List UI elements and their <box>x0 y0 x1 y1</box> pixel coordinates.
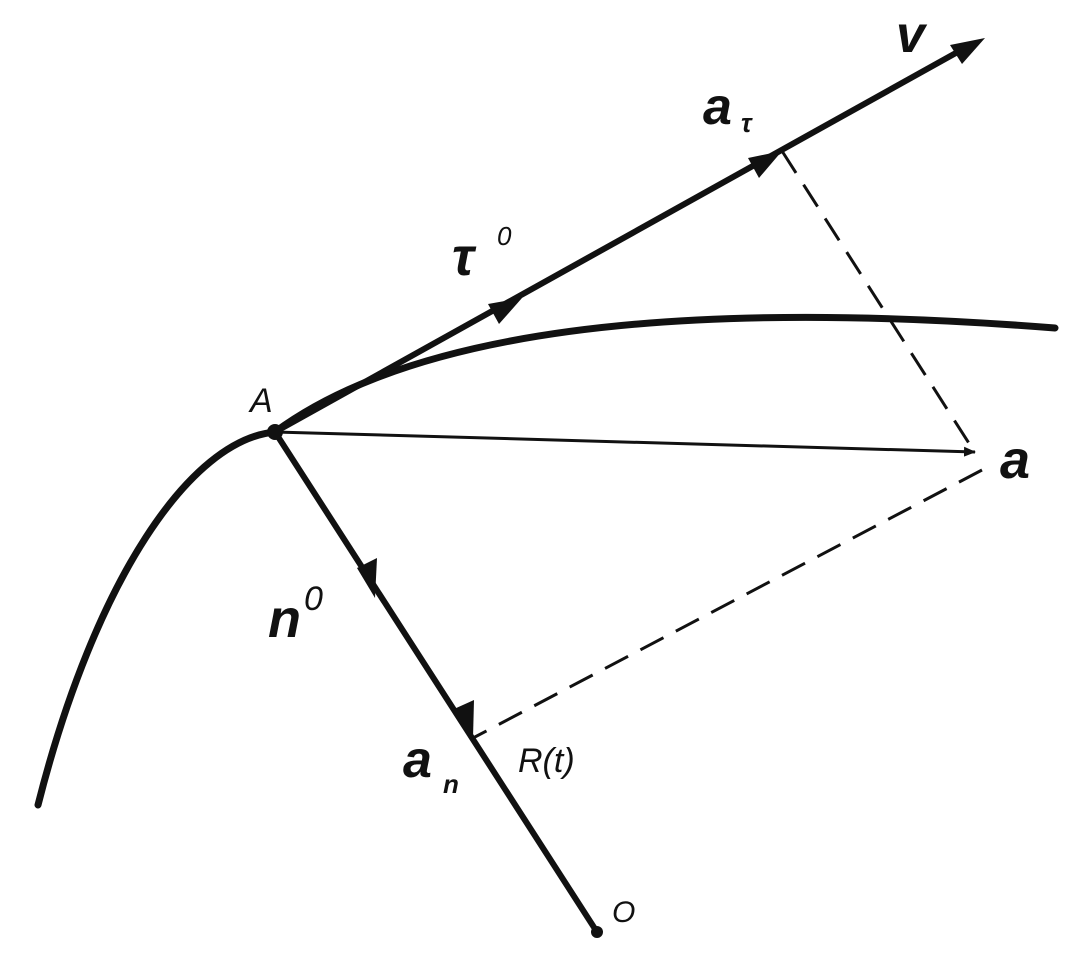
tangent-unit-arrowhead <box>488 298 522 324</box>
radius-label: R(t) <box>518 742 575 780</box>
tangent-line <box>273 41 974 435</box>
dashed-projection-tangential <box>780 150 974 449</box>
normal-unit-arrowhead <box>357 558 377 598</box>
tangential-accel-arrowhead <box>748 151 782 178</box>
trajectory-curve <box>34 313 1059 809</box>
normal-accel-arrowhead <box>454 700 474 738</box>
tangential-accel-label: a <box>703 78 732 136</box>
total-accel-label: a <box>1000 430 1030 490</box>
normal-accel-subscript: n <box>443 769 459 799</box>
normal-unit-label: n <box>268 589 301 649</box>
point-a-dot <box>267 424 283 440</box>
point-a-label: A <box>248 382 273 420</box>
normal-accel-label: a <box>403 731 432 789</box>
total-accel-vector <box>274 430 976 457</box>
center-dot <box>591 926 603 938</box>
tangent-unit-superscript: 0 <box>497 221 512 251</box>
center-label: O <box>612 896 635 929</box>
velocity-arrowhead <box>950 38 985 64</box>
normal-unit-superscript: 0 <box>304 580 323 618</box>
dashed-projection-normal <box>472 468 983 740</box>
normal-line <box>272 430 600 934</box>
tangent-unit-label: τ <box>452 227 477 287</box>
tangential-accel-subscript: τ <box>741 108 753 138</box>
velocity-label: v <box>896 6 928 64</box>
